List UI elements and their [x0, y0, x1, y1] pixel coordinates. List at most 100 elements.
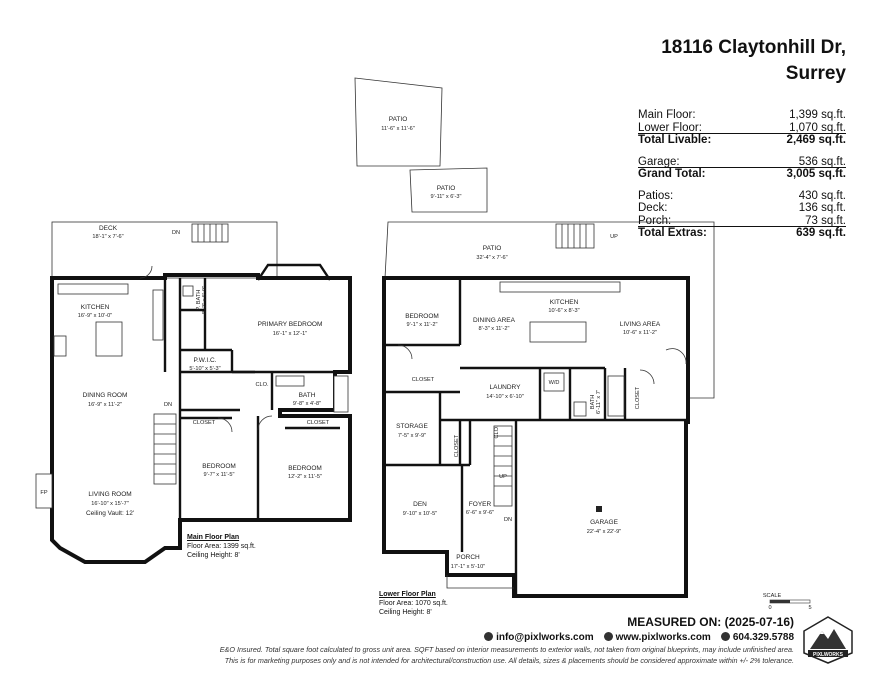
lower-floor-row: Lower Floor:1,070 sq.ft. — [638, 121, 846, 134]
porch-outline — [446, 575, 514, 589]
deck-stairs — [191, 223, 229, 243]
deck-stair-dn: DN — [172, 230, 180, 236]
dining-area-dim: 8'-3" x 11'-2" — [479, 326, 510, 332]
contact-info: info@pixlworks.com www.pixlworks.com 604… — [484, 632, 794, 643]
living-area-name: LIVING AREA — [620, 321, 661, 328]
main-interior-walls — [163, 278, 350, 520]
primary-bedroom-name: PRIMARY BEDROOM — [258, 321, 323, 328]
main-floor-plan: DN FP — [35, 221, 352, 564]
bath-vanity — [275, 375, 305, 387]
main-stair-dn: DN — [164, 402, 172, 408]
address-line-2: Surrey — [785, 63, 846, 84]
lower-kitchen-counter — [499, 281, 621, 293]
svg-text:PIXLWORKS: PIXLWORKS — [813, 652, 844, 658]
total-livable-row: Total Livable:2,469 sq.ft. — [638, 134, 846, 146]
deck-name: DECK — [99, 225, 118, 232]
bath-name: BATH — [299, 392, 316, 399]
patio-2-name: PATIO — [437, 185, 456, 192]
lower-kitchen-island — [529, 321, 587, 343]
patio-1-outline — [354, 77, 443, 167]
living-closet: CLOSET — [635, 386, 641, 409]
porch-row: Porch:73 sq.ft. — [638, 214, 846, 227]
washer-dryer-label: W/D — [549, 380, 560, 386]
foyer-dim: 6'-6" x 9'-6" — [466, 510, 494, 516]
phone-contact[interactable]: 604.329.5788 — [720, 632, 794, 643]
garage-row: Garage:536 sq.ft. — [638, 155, 846, 168]
main-plan-ceiling: Ceiling Height: 8' — [187, 552, 240, 559]
lower-stair-up: UP — [499, 474, 507, 480]
scale-label: SCALE — [763, 593, 782, 599]
den-dim: 9'-10" x 10'-5" — [403, 511, 437, 517]
storage-name: STORAGE — [396, 423, 428, 430]
deck-dim: 18'-1" x 7'-6" — [92, 234, 123, 240]
pbath-toilet — [182, 285, 194, 297]
bedroom-door-arc — [217, 417, 233, 433]
main-plan-title: Main Floor Plan — [187, 534, 240, 541]
foyer-stair-dn: DN — [504, 517, 512, 523]
pwic-dim: 5'-10" x 5'-3" — [189, 366, 220, 372]
kitchen-counter-side — [152, 289, 164, 341]
bedroom-2-dim: 9'-7" x 11'-5" — [204, 472, 235, 478]
web-contact[interactable]: www.pixlworks.com — [603, 632, 711, 643]
entry-door-arc — [665, 348, 687, 365]
main-stairs — [153, 413, 177, 485]
disclaimer-line-2: This is for marketing purposes only and … — [224, 656, 794, 665]
patio-stair-up: UP — [610, 234, 618, 240]
garage-name: GARAGE — [590, 519, 618, 526]
lower-bath-tub — [607, 375, 625, 417]
foyer-name: FOYER — [469, 501, 492, 508]
pwic-name: P.W.I.C. — [194, 357, 217, 364]
patio-2-outline — [409, 167, 488, 213]
address-line-1: 18116 Claytonhill Dr, — [661, 37, 846, 58]
laundry-name: LAUNDRY — [490, 384, 522, 391]
patio-2-dim: 9'-11" x 6'-3" — [431, 194, 462, 200]
living-door-arc — [639, 369, 655, 385]
foyer-clo: CLO. — [494, 425, 500, 439]
pbath-dim: 8'-2" x 5'-9" — [202, 286, 208, 314]
main-plan-area: Floor Area: 1399 sq.ft. — [187, 543, 256, 550]
lower-bedroom-name: BEDROOM — [405, 313, 439, 320]
lower-stairs — [493, 425, 513, 507]
main-plan-legend: Main Floor Plan Floor Area: 1399 sq.ft. … — [187, 533, 256, 560]
lower-interior-walls — [384, 278, 688, 596]
measured-on: MEASURED ON: (2025-07-16) — [627, 615, 794, 629]
bedroom-2-name: BEDROOM — [202, 463, 236, 470]
laundry-dim: 14'-10" x 6'-10" — [486, 394, 524, 400]
lower-exterior-wall — [382, 276, 690, 598]
primary-bedroom-dim: 16'-1" x 12'-1" — [273, 331, 307, 337]
lower-bath-name: BATH — [590, 395, 596, 410]
stair-closet: CLOSET — [454, 434, 460, 457]
lower-kitchen-name: KITCHEN — [550, 299, 579, 306]
primary-bay-window — [257, 263, 331, 281]
lower-bath-dim: 6'-11" x 7' — [596, 390, 602, 414]
lower-bath-toilet — [573, 401, 587, 417]
porch-dim: 17'-1" x 5'-10" — [451, 564, 485, 570]
bath-tub — [333, 375, 349, 413]
email-contact[interactable]: info@pixlworks.com — [484, 632, 594, 643]
lower-plan-ceiling: Ceiling Height: 8' — [379, 609, 432, 616]
lower-bedroom-closet: CLOSET — [412, 377, 435, 383]
scale-bar: SCALE 0 5 — [763, 593, 812, 611]
kitchen-counter — [57, 283, 129, 295]
disclaimer-line-1: E&O Insured. Total square foot calculate… — [219, 645, 794, 654]
patio-3-outline — [384, 221, 715, 399]
patio-stairs — [555, 223, 595, 249]
lower-plan-title: Lower Floor Plan — [379, 591, 436, 598]
porch-name: PORCH — [456, 554, 480, 561]
scale-max: 5 — [808, 605, 811, 611]
patio-1-dim: 11'-6" x 11'-6" — [381, 126, 415, 132]
total-extras-row: Total Extras:639 sq.ft. — [638, 227, 846, 239]
living-room-ceiling: Ceiling Vault: 12' — [86, 510, 134, 517]
patio-3-dim: 32'-4" x 7'-6" — [476, 255, 507, 261]
bedroom-3-name: BEDROOM — [288, 465, 322, 472]
bedroom-3-dim: 12'-2" x 11'-5" — [288, 474, 322, 480]
kitchen-name: KITCHEN — [81, 304, 110, 311]
bedroom-2-closet: CLOSET — [193, 420, 216, 426]
storage-dim: 7'-5" x 9'-9" — [398, 433, 426, 439]
dining-room-name: DINING ROOM — [83, 392, 128, 399]
bedroom-3-closet: CLOSET — [307, 420, 330, 426]
fireplace-label: FP — [40, 490, 47, 496]
fireplace — [35, 473, 53, 509]
pbath-name: P. BATH — [196, 290, 202, 311]
